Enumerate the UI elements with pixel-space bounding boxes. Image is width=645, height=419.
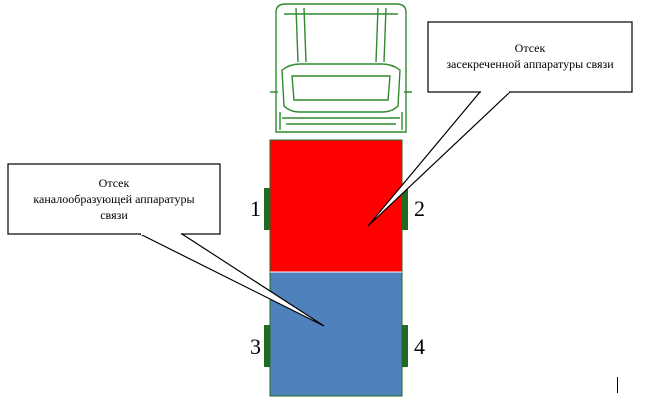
side-label-4: 4 [414,334,425,359]
callout-secret-text: Отсек засекреченной аппаратуры связи [428,40,632,72]
callout-channel-text: Отсек каналообразующей аппаратуры связи [8,175,220,223]
wheel-4 [400,325,408,367]
secret-compartment [269,139,403,273]
callout-channel-line3: связи [100,208,128,222]
callout-secret-line2: засекреченной аппаратуры связи [446,57,614,71]
text-cursor [617,377,618,393]
side-label-3: 3 [250,334,261,359]
side-label-1: 1 [250,196,261,221]
truck-cab [270,3,412,133]
wheel-1 [264,188,272,230]
callout-secret-box [427,21,633,93]
callout-secret-line1: Отсек [514,41,546,55]
channel-compartment [269,271,403,397]
side-label-2: 2 [414,196,425,221]
callout-channel-box [7,163,221,235]
wheel-3 [264,325,272,367]
callout-channel-line1: Отсек [98,176,130,190]
wheel-2 [400,188,408,230]
callout-channel-line2: каналообразующей аппаратуры [33,192,195,206]
